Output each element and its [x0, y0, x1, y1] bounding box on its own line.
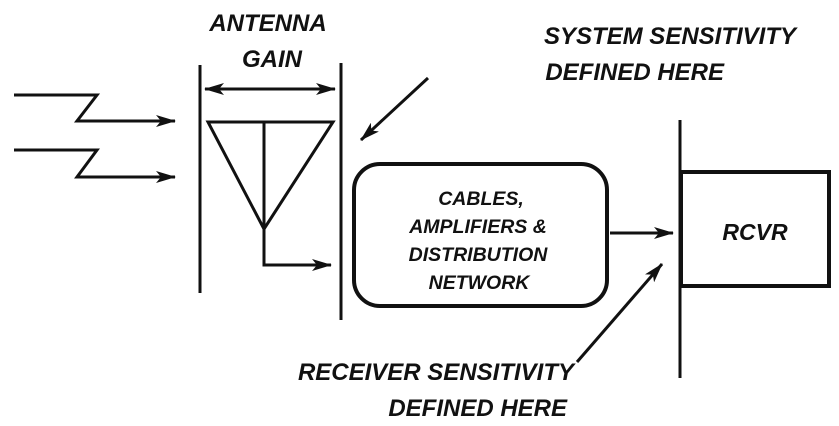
network-box-label-line2: AMPLIFIERS &	[408, 216, 547, 238]
network-box-label-line4: NETWORK	[429, 272, 532, 294]
antenna-icon	[205, 120, 336, 232]
receiver-box	[679, 170, 831, 288]
receiver-sensitivity-arrow	[575, 263, 664, 363]
system-sensitivity-arrow	[359, 76, 430, 142]
receiver-sensitivity-label-line2: DEFINED HERE	[388, 395, 568, 422]
antenna-feed	[262, 122, 332, 271]
network-box	[352, 162, 609, 308]
system-sensitivity-label-line2: DEFINED HERE	[545, 59, 725, 86]
incoming-signal-2	[14, 148, 176, 183]
antenna-gain-label-line1: ANTENNA	[208, 10, 326, 37]
incoming-signal-1	[14, 93, 176, 127]
system-sensitivity-label-line1: SYSTEM SENSITIVITY	[544, 23, 798, 50]
antenna-gain-label-line2: GAIN	[242, 46, 303, 73]
network-box-label-line3: DISTRIBUTION	[409, 244, 549, 266]
receiver-sensitivity-label-line1: RECEIVER SENSITIVITY	[298, 359, 576, 386]
network-box-label-line1: CABLES,	[438, 188, 524, 210]
receiver-box-label: RCVR	[722, 219, 788, 245]
